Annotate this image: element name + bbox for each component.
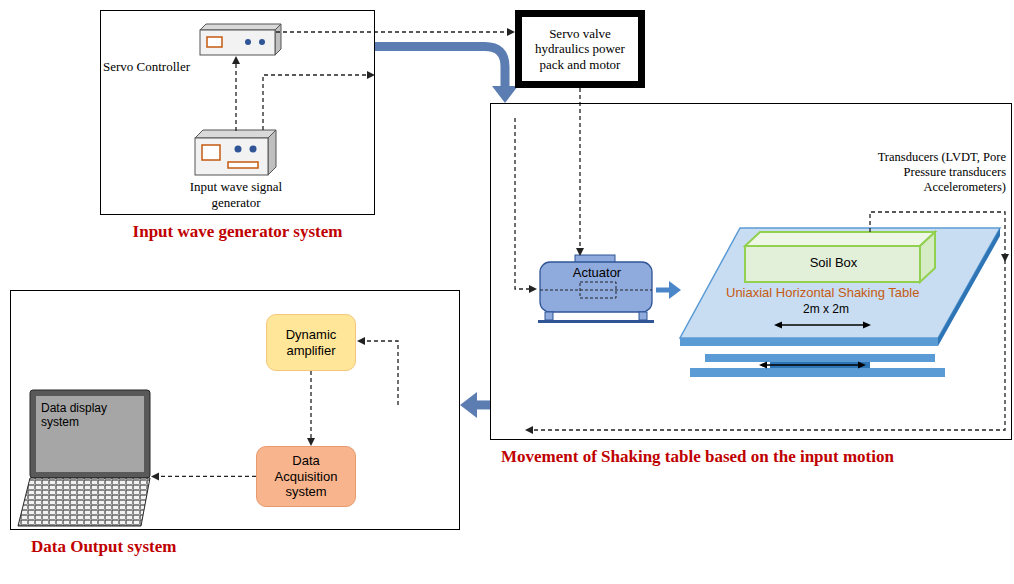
arrowhead	[576, 248, 584, 256]
node-label: Servo valve hydraulics power pack and mo…	[528, 26, 632, 73]
laptop-icon	[18, 390, 150, 526]
process-box: Data Acquisition system	[256, 446, 356, 507]
connector-line	[375, 46, 505, 87]
node-label: Data Output system	[31, 537, 451, 557]
connector	[460, 392, 490, 418]
node-label: Servo Controller	[103, 59, 201, 75]
node-label: Data display system	[41, 401, 141, 430]
arrowhead	[669, 281, 681, 299]
system-panel: Input wave generator systemServo Control…	[100, 10, 375, 215]
connector	[656, 281, 681, 299]
arrowhead	[151, 472, 159, 480]
connector	[307, 371, 315, 446]
node-label: Uniaxial Horizontal Shaking Table	[726, 285, 956, 301]
arrowhead	[492, 86, 518, 103]
signal-line	[515, 118, 537, 293]
shaking-table: Uniaxial Horizontal Shaking Table2m x 2m	[681, 229, 1001, 379]
connector-line	[310, 371, 311, 439]
arrowhead	[460, 392, 477, 418]
shaking-table	[680, 228, 1000, 377]
servo-controller-device	[200, 24, 281, 55]
connector-line	[656, 288, 670, 293]
display-computer: Data display system	[19, 391, 151, 529]
node-label: Movement of Shaking table based on the i…	[501, 447, 1006, 467]
connector	[276, 28, 515, 36]
soil-box: Soil Box	[741, 233, 936, 283]
device: Input wave signal generator	[196, 131, 276, 176]
node-label: Data Acquisition system	[263, 453, 349, 500]
node-sublabel: 2m x 2m	[791, 302, 861, 316]
connector	[375, 46, 518, 103]
system-panel: Data Output systemDynamic amplifierData …	[10, 290, 460, 530]
node-label: Actuator	[538, 265, 656, 281]
soil-box-body	[745, 232, 935, 282]
connector-line	[579, 88, 580, 249]
arrowhead	[232, 56, 240, 64]
connector	[576, 88, 584, 256]
connector	[232, 56, 240, 131]
process-box: Servo valve hydraulics power pack and mo…	[515, 10, 645, 88]
connector-line	[235, 63, 236, 131]
arrowhead	[307, 438, 315, 446]
annotation: Transducers (LVDT, Pore Pressure transdu…	[856, 150, 1006, 195]
node-label: Input wave signal generator	[181, 179, 291, 210]
node-label: Soil Box	[746, 255, 921, 271]
connector-line	[476, 400, 490, 409]
connector	[151, 472, 256, 480]
signal-generator-device	[195, 130, 276, 175]
process-box: Dynamic amplifier	[266, 314, 356, 371]
node-label: Input wave generator system	[101, 222, 374, 242]
signal-line	[263, 71, 375, 130]
connector-line	[158, 476, 256, 477]
connector-line	[276, 31, 508, 32]
signal-line	[357, 337, 398, 405]
actuator: Actuator	[538, 256, 656, 324]
node-label: Dynamic amplifier	[273, 327, 349, 358]
transducer-line	[525, 212, 1009, 434]
arrowhead	[507, 28, 515, 36]
device: Servo Controller	[201, 26, 276, 56]
